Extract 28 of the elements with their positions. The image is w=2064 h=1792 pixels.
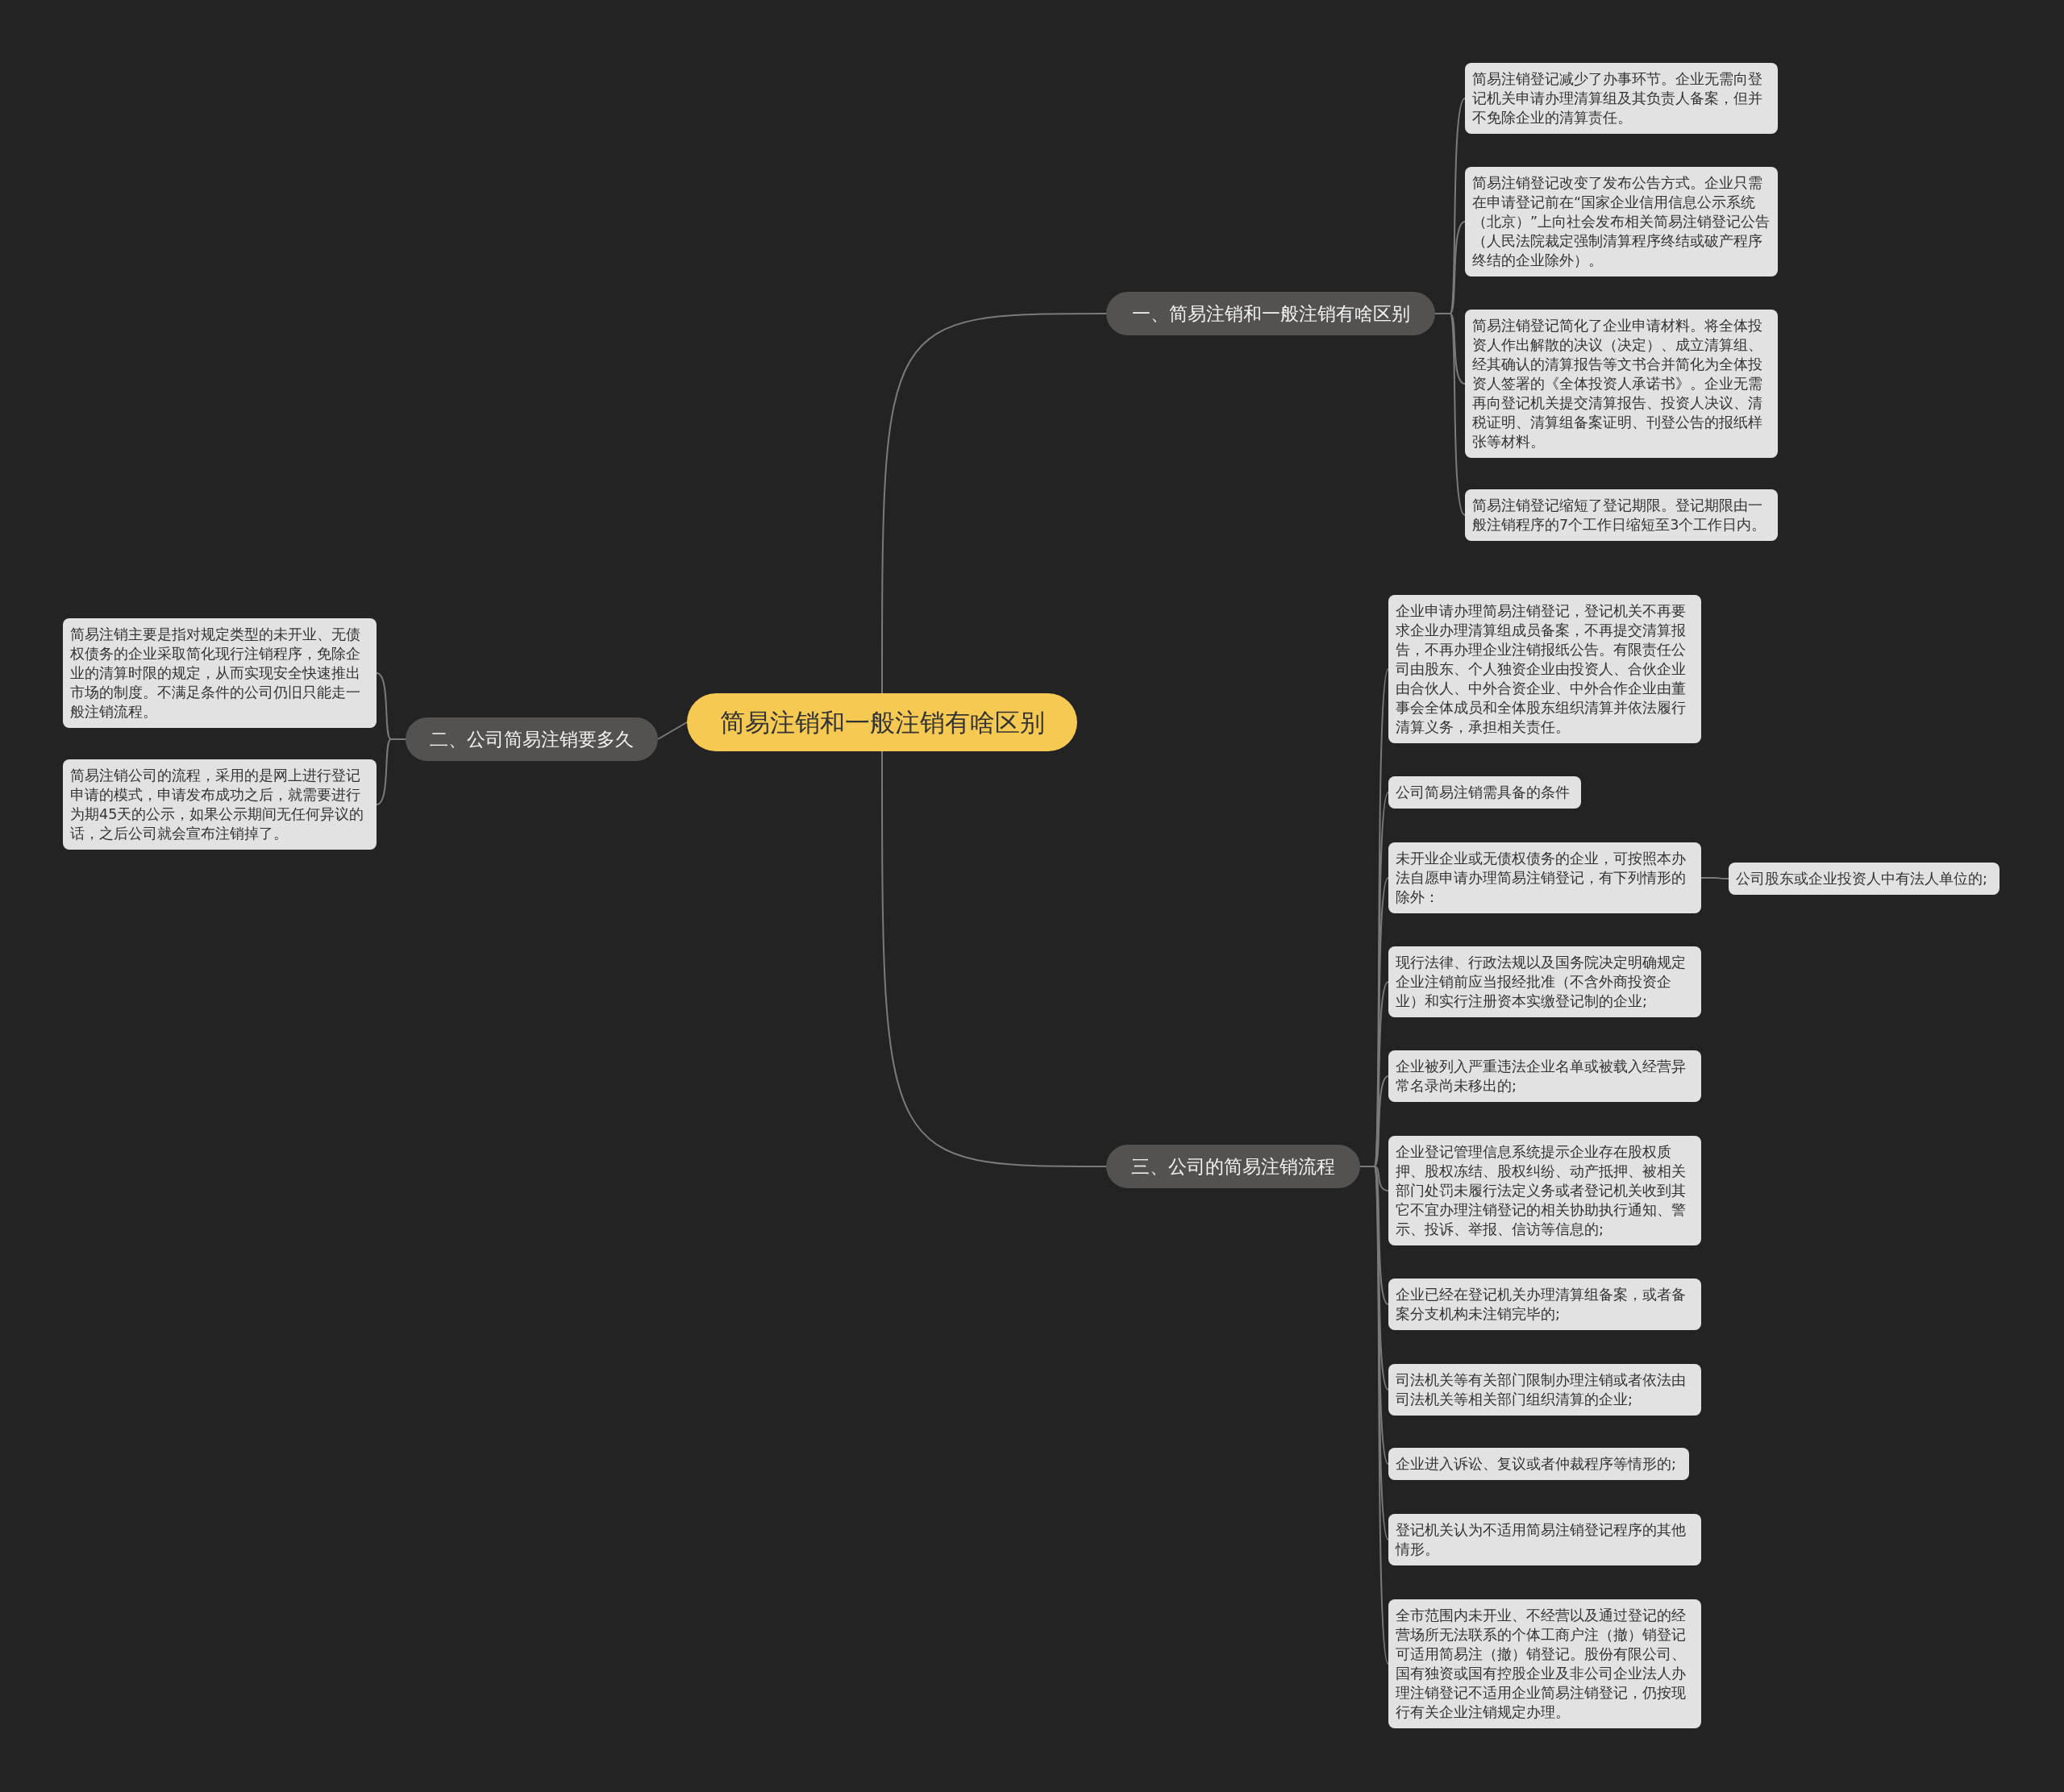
leaf-topic: 简易注销登记减少了办事环节。企业无需向登记机关申请办理清算组及其负责人备案，但并不免除企业的清算责任。 xyxy=(1465,63,1778,134)
leaf-topic: 企业申请办理简易注销登记，登记机关不再要求企业办理清算组成员备案，不再提交清算报告，不再办理企业注销报纸公告。有限责任公司由股东、个人独资企业由投资人、合伙企业由合伙人、中外合资企业、中外合作企业由董事会全体成员和全体股东组织清算并依法履行清算义务，承担相关责任。 xyxy=(1388,595,1701,743)
leaf-topic: 简易注销登记缩短了登记期限。登记期限由一般注销程序的7个工作日缩短至3个工作日内。 xyxy=(1465,489,1778,541)
connector-line xyxy=(881,750,1107,1167)
branch-topic: 一、简易注销和一般注销有啥区别 xyxy=(1106,292,1435,335)
leaf-topic: 企业被列入严重违法企业名单或被载入经营异常名录尚未移出的; xyxy=(1388,1050,1701,1102)
connector-line xyxy=(1434,313,1466,516)
central-topic: 简易注销和一般注销有啥区别 xyxy=(687,693,1077,751)
leaf-topic: 未开业企业或无债权债务的企业，可按照本办法自愿申请办理简易注销登记，有下列情形的除外： xyxy=(1388,842,1701,913)
leaf-topic: 登记机关认为不适用简易注销登记程序的其他情形。 xyxy=(1388,1514,1701,1565)
leaf-topic: 司法机关等有关部门限制办理注销或者依法由司法机关等相关部门组织清算的企业; xyxy=(1388,1364,1701,1416)
branch-topic: 二、公司简易注销要多久 xyxy=(406,717,658,761)
connector-line xyxy=(1700,877,1729,879)
leaf-topic: 现行法律、行政法规以及国务院决定明确规定企业注销前应当报经批准（不含外商投资企业）和实行注册资本实缴登记制的企业; xyxy=(1388,946,1701,1017)
leaf-topic: 企业进入诉讼、复议或者仲裁程序等情形的; xyxy=(1388,1448,1689,1480)
leaf-topic: 公司股东或企业投资人中有法人单位的; xyxy=(1729,863,2000,895)
leaf-topic: 简易注销登记改变了发布公告方式。企业只需在申请登记前在“国家企业信用信息公示系统（北京）”上向社会发布相关简易注销登记公告（人民法院裁定强制清算程序终结或破产程序终结的企业除外）。 xyxy=(1465,167,1778,276)
leaf-topic: 企业已经在登记机关办理清算组备案，或者备案分支机构未注销完毕的; xyxy=(1388,1279,1701,1330)
connector-line xyxy=(376,738,406,805)
leaf-topic: 简易注销登记简化了企业申请材料。将全体投资人作出解散的决议（决定）、成立清算组、经其确认的清算报告等文书合并简化为全体投资人签署的《全体投资人承诺书》。企业无需再向登记机关提交清算报告、投资人决议、清税证明、清算组备案证明、刊登公告的报纸样张等材料。 xyxy=(1465,310,1778,458)
leaf-topic: 企业登记管理信息系统提示企业存在股权质押、股权冻结、股权纠纷、动产抵押、被相关部门处罚未履行法定义务或者登记机关收到其它不宜办理注销登记的相关协助执行通知、警示、投诉、举报、信访等信息的; xyxy=(1388,1136,1701,1245)
leaf-topic: 简易注销主要是指对规定类型的未开业、无债权债务的企业采取简化现行注销程序，免除企业的清算时限的规定，从而实现安全快速推出市场的制度。不满足条件的公司仍旧只能走一般注销流程。 xyxy=(63,618,377,728)
connector-line xyxy=(657,721,688,740)
connector-line xyxy=(881,313,1107,694)
branch-topic: 三、公司的简易注销流程 xyxy=(1106,1145,1360,1188)
leaf-topic: 全市范围内未开业、不经营以及通过登记的经营场所无法联系的个体工商户注（撤）销登记可适用简易注（撤）销登记。股份有限公司、国有独资或国有控股企业及非公司企业法人办理注销登记不适用企业简易注销登记，仍按现行有关企业注销规定办理。 xyxy=(1388,1599,1701,1728)
leaf-topic: 公司简易注销需具备的条件 xyxy=(1388,776,1581,809)
leaf-topic: 简易注销公司的流程，采用的是网上进行登记申请的模式，申请发布成功之后，就需要进行为期45天的公示，如果公示期间无任何异议的话，之后公司就会宣布注销掉了。 xyxy=(63,759,377,850)
